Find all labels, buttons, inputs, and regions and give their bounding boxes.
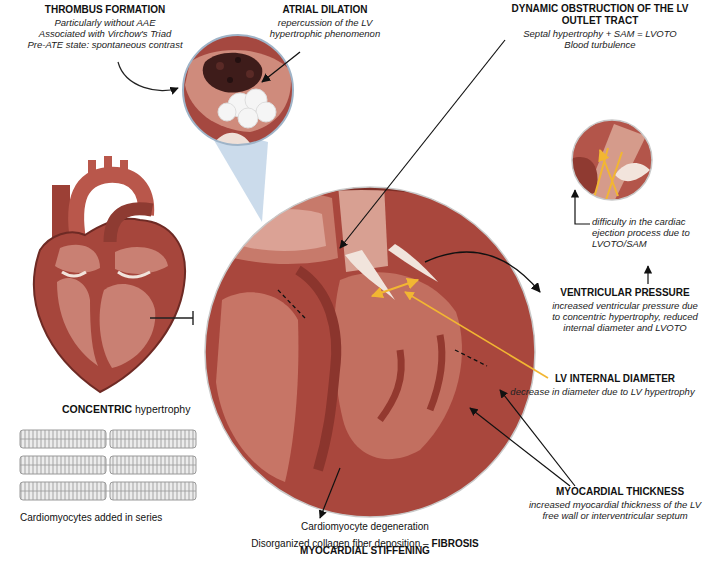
caption-text: FIBROSIS bbox=[432, 538, 479, 549]
annotation-text: Blood turbulence bbox=[510, 39, 690, 50]
mitral-leaflet bbox=[345, 250, 395, 300]
heading-label: LV INTERNAL DIAMETER bbox=[530, 373, 700, 385]
annotation-text: Particularly without AAE bbox=[10, 17, 200, 28]
leader-arrow bbox=[320, 468, 340, 518]
caption-text: Cardiomyocyte degeneration bbox=[260, 521, 470, 533]
atrium bbox=[205, 193, 338, 264]
heading-label: MYOCARDIAL STIFFENING bbox=[260, 545, 470, 557]
right-ventricle-cavity bbox=[216, 292, 298, 482]
inset-circle bbox=[572, 120, 652, 200]
cell-divider bbox=[20, 439, 196, 491]
left-atrium bbox=[115, 247, 168, 274]
thickness-mark bbox=[278, 290, 487, 366]
septum bbox=[298, 270, 336, 470]
heading-label: THROMBUS FORMATION bbox=[10, 4, 200, 16]
caption-text: hypertrophy bbox=[135, 403, 190, 415]
text-row: CONCENTRIChypertrophy bbox=[62, 399, 190, 417]
heading-label: ATRIAL DILATION bbox=[257, 4, 393, 16]
heading-label: VENTRICULAR PRESSURE bbox=[550, 287, 700, 299]
annotation-text: difficulty in the cardiac ejection proce… bbox=[592, 216, 704, 249]
heading-label: DYNAMIC OBSTRUCTION OF THE LV OUTLET TRA… bbox=[510, 3, 690, 26]
atrial-wall bbox=[183, 35, 293, 145]
mitral-leaflet bbox=[615, 163, 650, 181]
caption-text: Cardiomyocytes added in series bbox=[20, 512, 220, 524]
thrombus-texture bbox=[235, 57, 241, 63]
annotation-text: Pre-ATE state: spontaneous contrast bbox=[10, 39, 200, 50]
mitral-leaflet bbox=[388, 244, 438, 282]
leader-arrow bbox=[575, 190, 590, 224]
annotation-text: Septal hypertrophy + SAM = LVOTO bbox=[510, 28, 690, 39]
thrombus-texture bbox=[227, 77, 233, 83]
annotation-text: repercussion of the LV hypertrophic phen… bbox=[257, 17, 393, 39]
leader-arrow bbox=[340, 40, 505, 248]
atrial-chamber bbox=[185, 50, 291, 132]
right-atrium bbox=[55, 245, 100, 273]
inset-circle bbox=[183, 35, 293, 145]
heart-section bbox=[190, 184, 541, 531]
leader-arrow bbox=[647, 266, 648, 284]
atrium-lumen bbox=[225, 209, 326, 251]
papillary-muscle bbox=[380, 335, 442, 420]
pulmonary-trunk bbox=[110, 209, 152, 242]
leader-arrow bbox=[470, 408, 570, 486]
annotation-text: decrease in diameter due to LV hypertrop… bbox=[500, 386, 705, 397]
leader-arrow bbox=[425, 252, 540, 292]
turbulence-arrow bbox=[594, 148, 622, 200]
artery-branch bbox=[104, 156, 112, 176]
leader-arrow bbox=[500, 390, 575, 486]
spontaneous-contrast bbox=[218, 103, 236, 121]
left-ventricle bbox=[100, 284, 156, 368]
spontaneous-contrast bbox=[238, 108, 258, 128]
annotation-text: Associated with Virchow's Triad bbox=[10, 28, 200, 39]
diameter-arrow bbox=[372, 280, 418, 296]
thrombus-texture bbox=[246, 70, 254, 78]
artery-branch bbox=[88, 160, 96, 178]
valve-leaflets bbox=[62, 272, 150, 277]
thrombus-texture bbox=[216, 62, 224, 70]
annotation-text: increased ventricular pressure due to co… bbox=[550, 300, 700, 333]
bracket-line bbox=[150, 311, 193, 325]
caption-text: CONCENTRIC bbox=[62, 403, 132, 415]
leader-arrow bbox=[262, 52, 300, 82]
artery-branch bbox=[120, 160, 128, 178]
epicardium bbox=[190, 187, 541, 531]
thrombus-inset bbox=[183, 35, 293, 146]
left-ventricle-cavity bbox=[334, 272, 462, 459]
thrombus bbox=[203, 53, 263, 93]
spontaneous-contrast bbox=[256, 102, 276, 122]
leader-arrow bbox=[405, 292, 548, 378]
annotation-text: increased myocardial thickness of the LV… bbox=[522, 499, 708, 521]
heading-label: MYOCARDIAL THICKNESS bbox=[530, 486, 708, 498]
lvot-inset bbox=[568, 120, 652, 210]
leader-arrow bbox=[118, 62, 178, 91]
right-ventricle bbox=[57, 278, 98, 366]
zoom-circle bbox=[205, 187, 535, 517]
heart-body bbox=[34, 219, 185, 392]
